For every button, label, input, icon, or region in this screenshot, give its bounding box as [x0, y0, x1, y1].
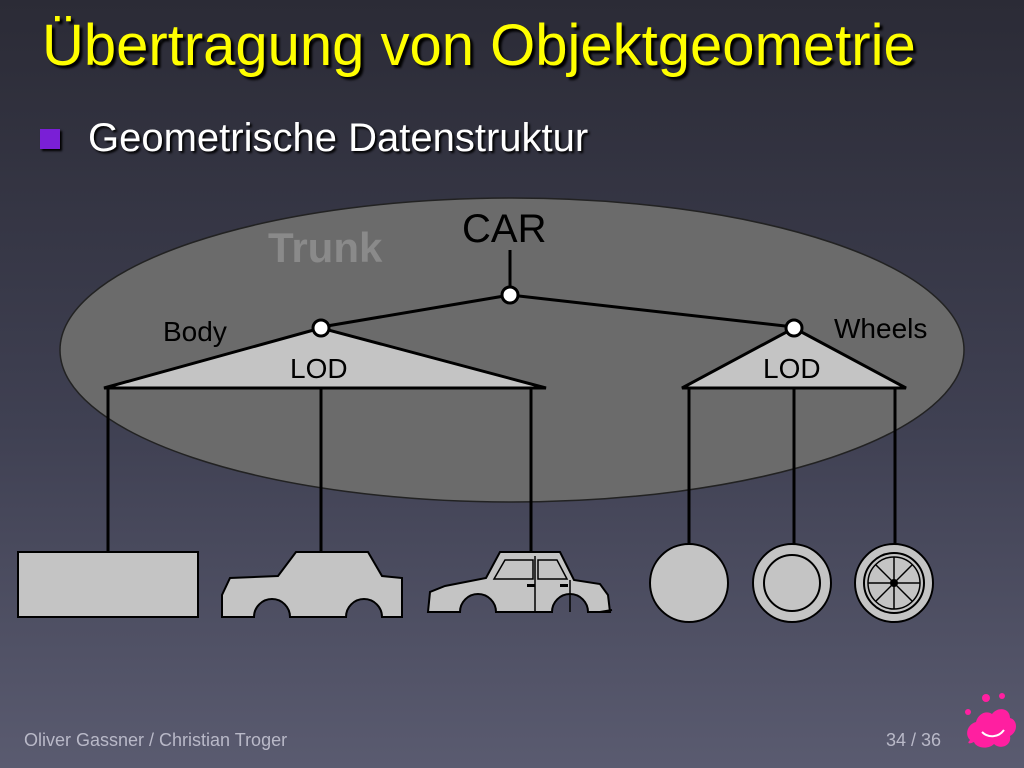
body-lod3-car: [426, 551, 613, 613]
wheels-node: [784, 318, 804, 338]
trunk-label: Trunk: [268, 224, 383, 271]
wheels-label: Wheels: [834, 313, 927, 344]
body-lod-triangle: [103, 326, 547, 390]
bullet-item: Geometrische Datenstruktur: [40, 116, 588, 161]
edge-root-body: [320, 293, 511, 329]
bullet-text: Geometrische Datenstruktur: [88, 116, 589, 160]
splash-logo-icon: [965, 693, 1016, 748]
trunk-ellipse: [59, 197, 965, 503]
body-lod1-box: [17, 551, 199, 618]
wheels-lod-label: LOD: [763, 353, 821, 384]
body-lod2-car: [221, 551, 403, 618]
wheel-lod1: [649, 543, 729, 623]
page-number: 34 / 36: [886, 730, 942, 750]
bullet-square-icon: [40, 128, 60, 149]
edge-root-wheels: [509, 293, 795, 329]
body-lod-label: LOD: [290, 353, 348, 384]
slide-title: Übertragung von Objektgeometrie: [42, 13, 916, 78]
root-node: [500, 285, 520, 305]
wheel-lod3: [854, 543, 934, 623]
body-node: [311, 318, 331, 338]
car-label: CAR: [462, 207, 546, 251]
footer-authors: Oliver Gassner / Christian Troger: [24, 730, 288, 750]
body-label: Body: [163, 316, 227, 347]
wheel-lod2: [752, 543, 832, 623]
